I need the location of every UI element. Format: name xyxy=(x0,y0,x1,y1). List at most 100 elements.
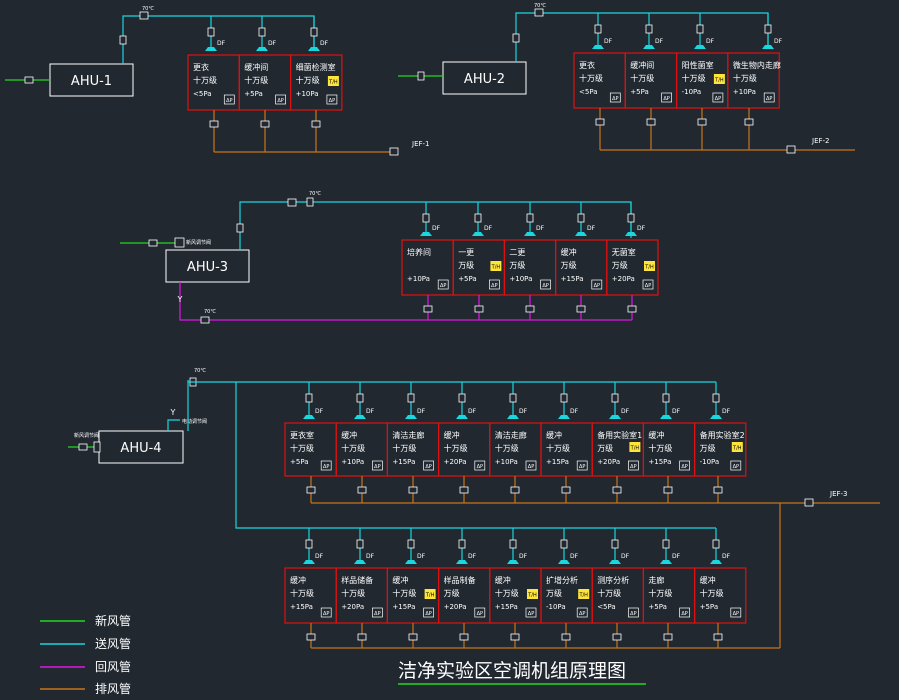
ahu-4-row1-supply-valve-4 xyxy=(458,393,466,403)
ahu-4-row2-room-1-dp-box xyxy=(320,607,332,618)
ahu-4-row2-room-3-dp-label: ΔP xyxy=(425,611,431,617)
ahu-4-row1-room-8-dp-label: ΔP xyxy=(681,464,687,470)
ahu-4-row2-room-9-name: 缓冲 xyxy=(700,575,716,585)
ahu-1-room-3-pressure: +10Pa xyxy=(296,90,319,98)
ahu-4-row2-room-7-class: 十万级 xyxy=(597,588,621,598)
ahu-4-row2-diffuser-8 xyxy=(660,560,672,564)
ahu-3-room-4-pressure: +15Pa xyxy=(561,275,584,283)
ahu-3-return-valve-4 xyxy=(576,305,586,313)
ahu-4-row2-room-4-dp-label: ΔP xyxy=(477,611,483,617)
ahu-4-row2-room-2-class: 十万级 xyxy=(341,588,365,598)
ahu-4-row2-exhaust-valve-2 xyxy=(357,633,367,641)
ahu-1-diffuser-3 xyxy=(308,47,320,51)
ahu-4-row2-diffuser-5 xyxy=(507,560,519,564)
ahu-4-row1-room-9-th-sensor-label: T/H xyxy=(732,446,742,452)
ahu-1-room-2-name: 缓冲间 xyxy=(244,62,268,72)
ahu-3-room-1-pressure: +10Pa xyxy=(407,275,430,283)
ahu-4-fresh-air-valve xyxy=(78,443,88,451)
ahu-4-temp-label: 70℃ xyxy=(194,368,206,374)
ahu-4-row2-room-5-th-sensor-label: T/H xyxy=(527,593,537,599)
ahu-4-row2-df-label-1: DF xyxy=(315,553,324,560)
ahu-4-row1-room-1-pressure: +5Pa xyxy=(290,458,309,466)
legend-label-supply-air: 送风管 xyxy=(95,636,131,651)
ahu-4-row1-room-1-class: 十万级 xyxy=(290,443,314,453)
ahu-2-room-4-pressure: +10Pa xyxy=(733,88,756,96)
ahu-3-room-2-pressure: +5Pa xyxy=(458,275,477,283)
ahu-1-room-1-name: 更衣 xyxy=(193,62,209,72)
ahu-4-row1-exhaust-valve-6 xyxy=(561,486,571,494)
ahu-3-room-1-dp-box xyxy=(437,279,449,290)
ahu-1-exhaust-fan-label: JEF-1 xyxy=(411,140,430,148)
ahu-4-row1-room-4-dp-label: ΔP xyxy=(477,464,483,470)
ahu-3-fresh-air-valve xyxy=(148,239,158,247)
ahu-1-room-2-pressure: +5Pa xyxy=(244,90,263,98)
ahu-4-row2-exhaust-valve-7 xyxy=(612,633,622,641)
ahu-4-row2-room-8-class: 十万级 xyxy=(648,588,672,598)
ahu-2-exhaust-valve-1 xyxy=(595,118,605,126)
ahu-4-row1-room-5-dp-label: ΔP xyxy=(528,464,534,470)
ahu-3-room-1-dp-label: ΔP xyxy=(440,283,446,289)
ahu-2-diffuser-4 xyxy=(762,45,774,49)
ahu-4-row1-room-7-pressure: +20Pa xyxy=(597,458,620,466)
ahu-4-row2-room-7-dp-label: ΔP xyxy=(630,611,636,617)
ahu-2-exhaust-valve-3 xyxy=(697,118,707,126)
ahu-2-room-2-pressure: +5Pa xyxy=(630,88,649,96)
ahu-1-exhaust-fan xyxy=(389,147,399,156)
ahu-4-row2-room-7-pressure: <5Pa xyxy=(597,603,616,611)
ahu-1-df-label-3: DF xyxy=(320,40,329,47)
ahu-4-exhaust-fan xyxy=(804,498,814,507)
ahu-3-fresh-air-damper xyxy=(174,237,185,248)
ahu-4-row2-df-label-6: DF xyxy=(570,553,579,560)
ahu-4-row1-exhaust-valve-3 xyxy=(408,486,418,494)
ahu-4-row2-room-6-class: 万级 xyxy=(546,588,562,598)
ahu-4-row2-room-6-th-sensor-label: T/H xyxy=(578,593,588,599)
ahu-4-row2-df-label-3: DF xyxy=(417,553,426,560)
ahu-2-supply-valve xyxy=(512,33,520,43)
ahu-4-row1-supply-valve-8 xyxy=(662,393,670,403)
ahu-2-room-2-dp-label: ΔP xyxy=(663,96,669,102)
ahu-4-row1-room-6-name: 缓冲 xyxy=(546,430,562,440)
ahu-4-row2-room-3-class: 十万级 xyxy=(392,588,416,598)
ahu-4-row2-df-label-5: DF xyxy=(519,553,528,560)
ahu-4-row1-room-8-name: 缓冲 xyxy=(648,430,664,440)
ahu-4-row1-room-1-dp-label: ΔP xyxy=(323,464,329,470)
ahu-4-row2-exhaust-valve-4 xyxy=(459,633,469,641)
ahu-3-supply-valve-1 xyxy=(422,213,430,223)
ahu-2-box xyxy=(442,61,527,95)
ahu-4-row1-room-6-dp-box xyxy=(576,460,588,471)
ahu-2-exhaust-valve-2 xyxy=(646,118,656,126)
ahu-4-row1-room-3-dp-label: ΔP xyxy=(425,464,431,470)
ahu-4-row2-exhaust-valve-8 xyxy=(663,633,673,641)
ahu-4-row1-df-label-2: DF xyxy=(366,408,375,415)
ahu-1-exhaust-valve-3 xyxy=(311,120,321,128)
diagram-title: 洁净实验区空调机组原理图 xyxy=(398,660,626,682)
ahu-4-row1-room-9-dp-box xyxy=(730,460,742,471)
ahu-4-row1-room-9-th-sensor-tag xyxy=(731,442,743,452)
ahu-4-row2-room-9-dp-label: ΔP xyxy=(733,611,739,617)
ahu-3-return-valve-1 xyxy=(423,305,433,313)
ahu-1-room-3-dp-label: ΔP xyxy=(329,98,335,104)
ahu-4-row2-room-6-th-sensor-tag xyxy=(578,589,590,599)
ahu-4-row1-supply-valve-7 xyxy=(611,393,619,403)
ahu-2-df-label-2: DF xyxy=(655,38,664,45)
ahu-4-row1-df-label-1: DF xyxy=(315,408,324,415)
ahu-2-room-1-name: 更衣 xyxy=(579,60,595,70)
ahu-4-row1-exhaust-valve-5 xyxy=(510,486,520,494)
ahu-1-supply-valve-3 xyxy=(310,27,318,37)
ahu-4-row1-room-7-class: 万级 xyxy=(597,443,613,453)
ahu-3-room-3-class: 万级 xyxy=(509,260,525,270)
ahu-2-supply-valve-2 xyxy=(645,24,653,34)
ahu-4-row1-diffuser-1 xyxy=(303,415,315,419)
ahu-4-row1-supply-valve-2 xyxy=(356,393,364,403)
ahu-3-df-label-4: DF xyxy=(587,225,596,232)
ahu-2-room-4-name: 微生物内走廊 xyxy=(733,60,781,70)
ahu-4-row1-room-2-dp-box xyxy=(372,460,383,471)
ahu-4-row2-exhaust-valve-1 xyxy=(306,633,316,641)
ahu-4-row1-room-4-class: 十万级 xyxy=(444,443,468,453)
ahu-4-row2-exhaust-valve-3 xyxy=(408,633,418,641)
ahu-4-row2-df-label-9: DF xyxy=(722,553,731,560)
ahu-1-label: AHU-1 xyxy=(71,74,112,89)
ahu-4-row1-room-6-dp-label: ΔP xyxy=(579,464,585,470)
ahu-3-room-2-th-sensor-label: T/H xyxy=(491,265,501,271)
